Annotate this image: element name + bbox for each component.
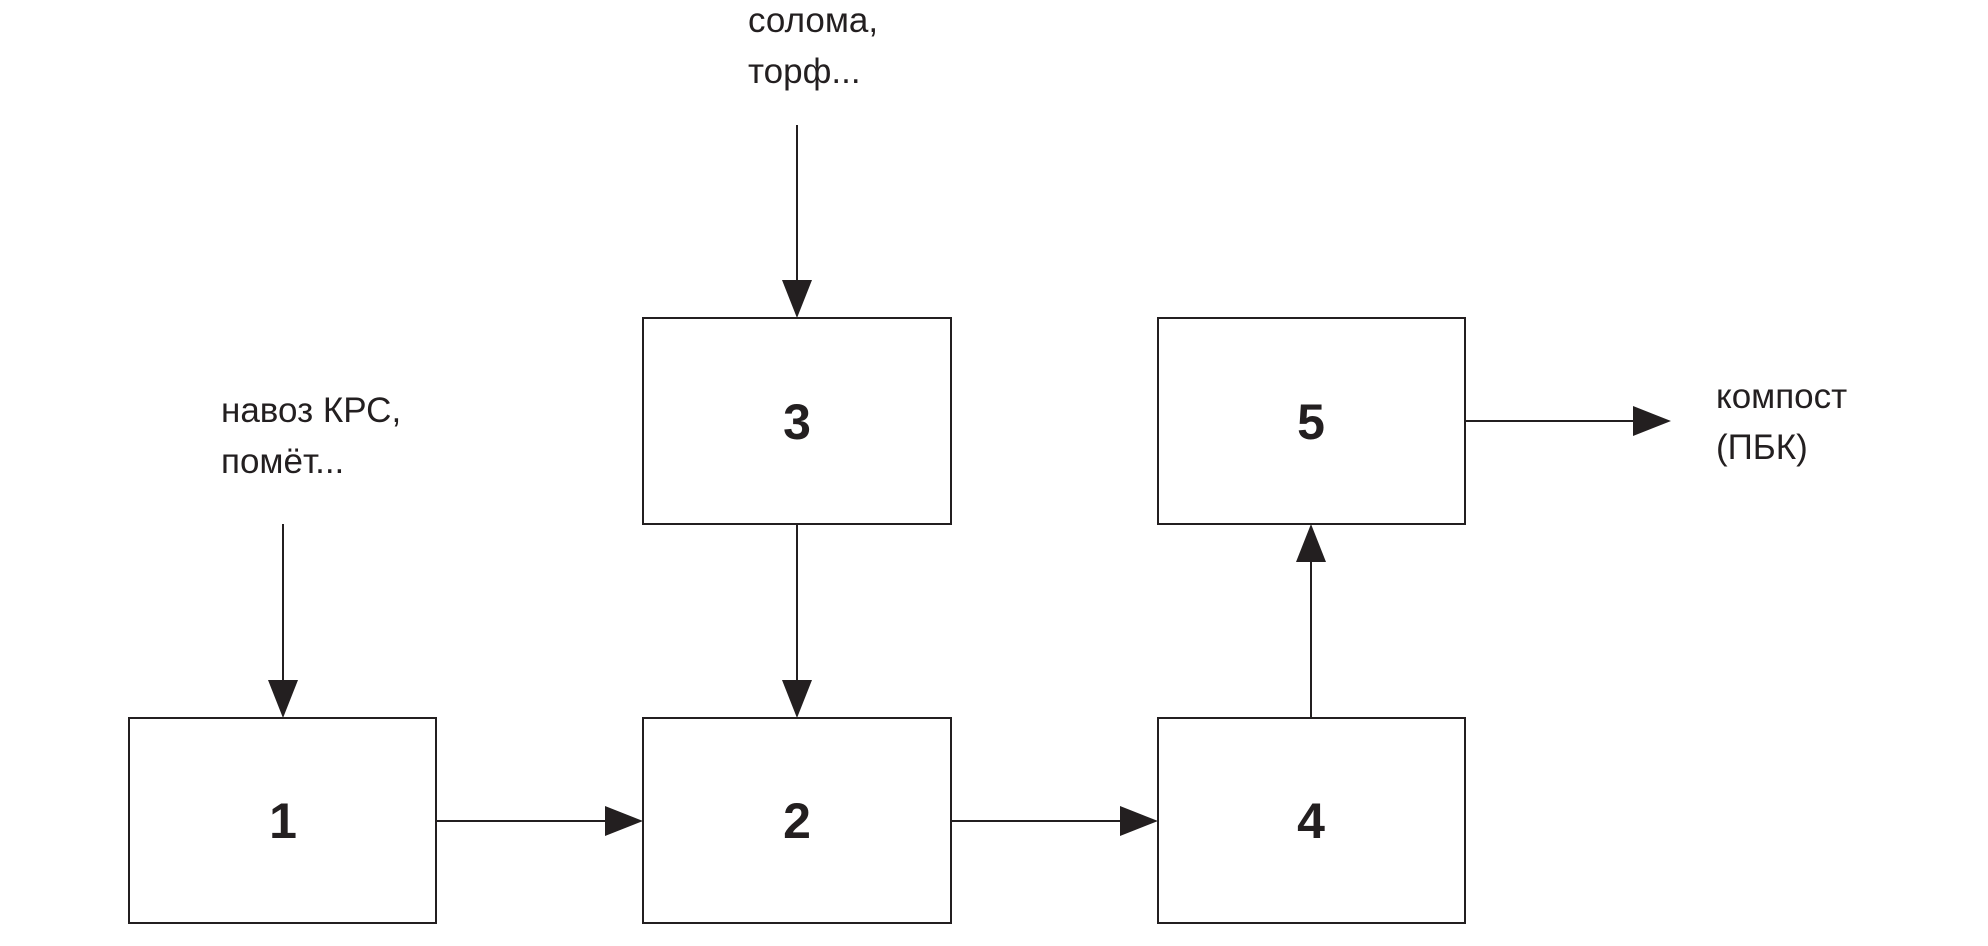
edge-1-to-2: [436, 806, 643, 836]
node-1-label: 1: [269, 793, 297, 849]
output-label-compost-line-1: компост: [1716, 377, 1847, 416]
edge-5-to-output: [1465, 406, 1671, 436]
node-4-label: 4: [1297, 793, 1325, 849]
node-5-label: 5: [1297, 394, 1325, 450]
input-label-straw-line-2: торф...: [748, 52, 861, 91]
edge-straw-to-3: [782, 125, 812, 318]
edge-manure-to-1: [268, 524, 298, 718]
node-2-label: 2: [783, 793, 811, 849]
node-3-label: 3: [783, 394, 811, 450]
node-1: 1: [128, 717, 437, 924]
node-5: 5: [1157, 317, 1466, 525]
edge-2-to-4: [951, 806, 1158, 836]
output-label-compost-line-2: (ПБК): [1716, 428, 1808, 467]
input-label-manure-line-1: навоз КРС,: [221, 391, 401, 430]
node-2: 2: [642, 717, 952, 924]
edge-4-to-5: [1296, 524, 1326, 718]
node-4: 4: [1157, 717, 1466, 924]
input-label-straw-line-1: солома,: [748, 1, 878, 40]
input-label-manure-line-2: помёт...: [221, 442, 344, 481]
node-3: 3: [642, 317, 952, 525]
edge-3-to-2: [782, 524, 812, 718]
